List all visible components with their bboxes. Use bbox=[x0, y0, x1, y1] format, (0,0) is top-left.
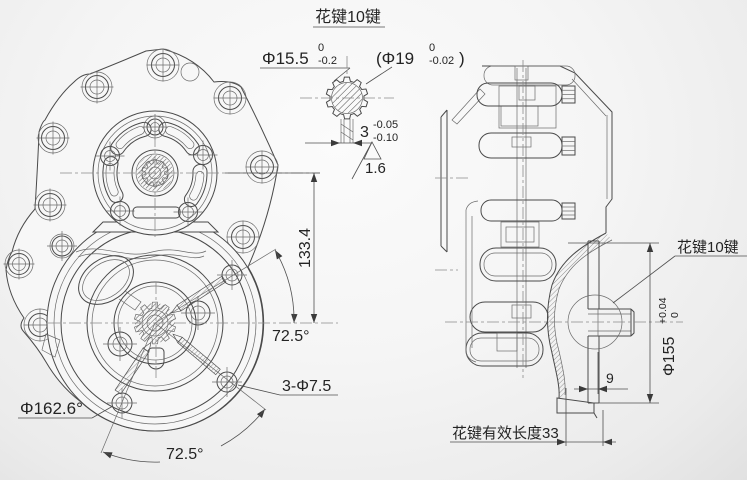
dim-center-distance: 133.4 bbox=[297, 228, 314, 268]
bolt-hole bbox=[105, 196, 135, 226]
side-tab bbox=[41, 333, 61, 358]
front-view: 133.4 72.5° 72.5° Φ162.6° 3-Φ7.5 bbox=[3, 48, 338, 463]
spline-shaft bbox=[588, 308, 635, 337]
bolt-hole bbox=[36, 121, 70, 155]
dim-flange-tol-upper: +0.04 bbox=[657, 297, 669, 324]
inner-bolt-holes bbox=[103, 296, 215, 361]
bolt-hole bbox=[95, 141, 125, 171]
angle-arc-upper bbox=[274, 249, 295, 324]
oval-stem bbox=[118, 290, 142, 311]
angle-arc-lower-b bbox=[102, 451, 161, 463]
bolt-hole bbox=[188, 140, 218, 170]
spline-section bbox=[325, 76, 369, 120]
dim-thickness-tol-upper: -0.05 bbox=[373, 119, 398, 131]
bolt-hole bbox=[181, 296, 215, 330]
side-view: Φ155 +0.04 0 9 花键10键 花键有效长度33 bbox=[435, 60, 747, 446]
bolt-hole bbox=[80, 70, 114, 104]
clamp-tab bbox=[451, 88, 486, 125]
outer-bolt-holes bbox=[3, 48, 279, 342]
side-spline-callout: 花键10键 bbox=[677, 239, 739, 256]
dim-flange-tol-lower: 0 bbox=[669, 312, 681, 318]
pole-housing bbox=[479, 247, 557, 282]
bolt-hole bbox=[245, 150, 279, 184]
bolt-hole bbox=[146, 48, 180, 82]
bolt-hole bbox=[217, 260, 247, 290]
dim-dia-large-close: ) bbox=[459, 49, 465, 68]
bell-wall-section bbox=[547, 233, 612, 398]
mounting-screws bbox=[107, 260, 247, 418]
casting-parting-line bbox=[75, 248, 207, 255]
dim-dia-small-tol-lower: -0.2 bbox=[318, 55, 337, 67]
screw bbox=[172, 333, 221, 376]
dim-dia-large-tol-lower: -0.02 bbox=[429, 55, 454, 67]
bolt-hole bbox=[107, 388, 137, 418]
shell-outline bbox=[482, 65, 613, 233]
dim-offset: 9 bbox=[606, 370, 614, 386]
pole-housing bbox=[480, 199, 563, 222]
angle-arc-lower-a bbox=[220, 408, 266, 447]
dim-thickness: 3 bbox=[360, 124, 369, 141]
roughness-value: 1.6 bbox=[365, 160, 386, 177]
bolt-heads bbox=[561, 85, 576, 220]
spline-detail-title: 花键10键 bbox=[315, 8, 381, 26]
bolt-hole bbox=[33, 188, 67, 222]
dim-bolt-circle: Φ162.6° bbox=[20, 399, 83, 418]
dim-dia-large-tol-upper: 0 bbox=[429, 42, 435, 54]
dim-angle-lower: 72.5° bbox=[166, 446, 204, 463]
gasket-bump bbox=[180, 62, 200, 82]
bolt-hole bbox=[213, 81, 247, 115]
bolt-hole bbox=[226, 220, 260, 254]
roughness-symbol: 1.6 bbox=[351, 141, 386, 180]
dim-hole-callout: 3-Φ7.5 bbox=[282, 378, 331, 395]
bolt-hole bbox=[47, 231, 77, 261]
bolt-hole bbox=[3, 248, 35, 280]
bolt-hole bbox=[173, 197, 203, 227]
dim-dia-small-tol-upper: 0 bbox=[318, 42, 324, 54]
dim-thickness-tol-lower: -0.10 bbox=[373, 132, 398, 144]
spline-detail: 花键10键 Φ15.5 0 -0.2 (Φ19 0 -0.02 ) 3 -0.0… bbox=[260, 8, 465, 180]
dim-flange-dia: Φ155 bbox=[661, 336, 678, 376]
dim-flange-dia-group: Φ155 +0.04 0 bbox=[657, 297, 681, 376]
pole-housing bbox=[476, 82, 563, 107]
oval-cutout bbox=[78, 255, 134, 305]
screw bbox=[114, 341, 152, 395]
pole-housing bbox=[469, 301, 549, 333]
dim-dia-large: (Φ19 bbox=[376, 49, 414, 68]
dim-angle-upper: 72.5° bbox=[272, 328, 310, 345]
dim-dia-small: Φ15.5 bbox=[262, 49, 309, 68]
bolt-hole bbox=[212, 367, 242, 397]
dim-spline-length: 花键有效长度33 bbox=[452, 425, 559, 442]
